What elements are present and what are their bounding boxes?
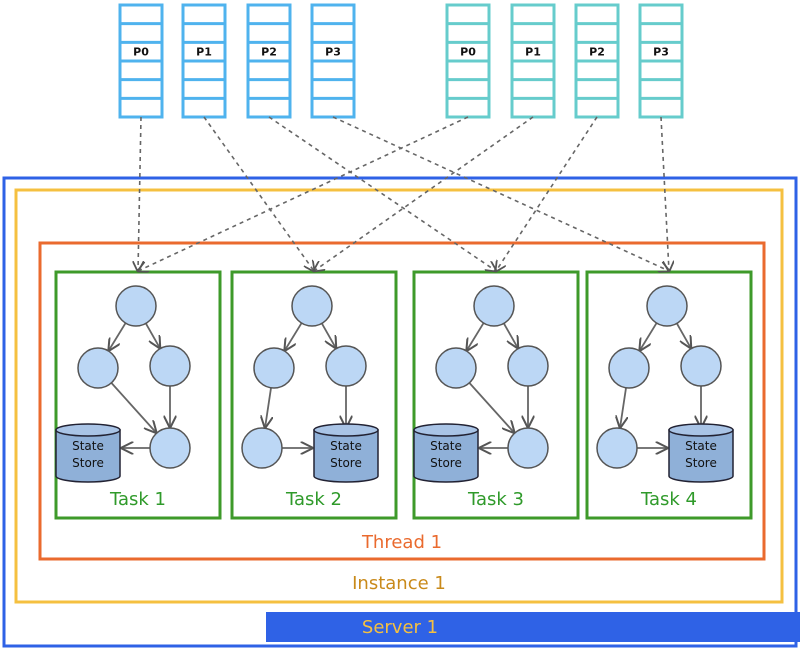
processor-node — [149, 345, 191, 387]
processor-node — [149, 427, 191, 469]
instance-box — [14, 188, 784, 604]
thread-label: Thread 1 — [361, 532, 442, 553]
flow-edge — [467, 322, 485, 350]
partition-to-task-arrow — [268, 116, 496, 271]
flow-edge — [285, 322, 303, 350]
partition-p2-topic-2: P2 — [574, 3, 620, 119]
store-label-line2: Store — [430, 456, 462, 470]
store-label-line1: State — [685, 439, 717, 453]
processor-node — [473, 285, 515, 327]
instance-label: Instance 1 — [352, 573, 446, 594]
flow-edge — [620, 387, 626, 427]
flow-edge — [321, 322, 336, 347]
flow-edge — [265, 387, 271, 427]
server-box — [2, 176, 798, 648]
partition-label: P3 — [325, 46, 341, 59]
partition-to-task-arrow — [496, 116, 598, 271]
task-label: Task 3 — [467, 489, 524, 510]
store-label-line2: Store — [72, 456, 104, 470]
store-label-line2: Store — [685, 456, 717, 470]
processor-node — [241, 427, 283, 469]
partition-label: P2 — [261, 46, 277, 59]
processor-node — [680, 345, 722, 387]
partition-label: P1 — [196, 46, 212, 59]
flow-edge — [676, 322, 691, 347]
partition-p2-topic-1: P2 — [246, 3, 292, 119]
flow-edge — [503, 322, 518, 347]
store-label-line2: Store — [330, 456, 362, 470]
task-label: Task 1 — [109, 489, 166, 510]
partition-label: P0 — [460, 46, 476, 59]
partition-p1-topic-1: P1 — [181, 3, 227, 119]
store-label-line1: State — [430, 439, 462, 453]
partition-p3-topic-1: P3 — [310, 3, 356, 119]
flow-edge — [110, 382, 156, 433]
processor-node — [77, 347, 119, 389]
flow-edge — [109, 322, 127, 350]
processor-node — [507, 427, 549, 469]
store-label-line1: State — [330, 439, 362, 453]
partition-p1-topic-2: P1 — [510, 3, 556, 119]
partition-to-task-arrow — [138, 116, 141, 271]
processor-node — [115, 285, 157, 327]
partition-label: P2 — [589, 46, 605, 59]
partition-to-task-arrow — [660, 116, 669, 271]
flow-edge — [640, 322, 658, 350]
task-label: Task 2 — [285, 489, 342, 510]
processor-node — [435, 347, 477, 389]
store-label-line1: State — [72, 439, 104, 453]
flow-edge — [468, 382, 514, 433]
partition-p0-topic-1: P0 — [118, 3, 164, 119]
server-label: Server 1 — [362, 617, 438, 638]
processor-node — [596, 427, 638, 469]
processor-node — [253, 347, 295, 389]
partition-p0-topic-2: P0 — [445, 3, 491, 119]
processor-node — [291, 285, 333, 327]
thread-box — [38, 241, 766, 561]
partition-to-task-arrow — [203, 116, 314, 271]
processor-node — [646, 285, 688, 327]
partition-to-task-arrow — [332, 116, 669, 271]
processor-node — [325, 345, 367, 387]
partition-label: P0 — [133, 46, 149, 59]
server-label-bar — [266, 612, 800, 642]
partition-label: P3 — [653, 46, 669, 59]
task-label: Task 4 — [640, 489, 697, 510]
partition-p3-topic-2: P3 — [638, 3, 684, 119]
processor-node — [608, 347, 650, 389]
partition-label: P1 — [525, 46, 541, 59]
processor-node — [507, 345, 549, 387]
flow-edge — [145, 322, 160, 347]
